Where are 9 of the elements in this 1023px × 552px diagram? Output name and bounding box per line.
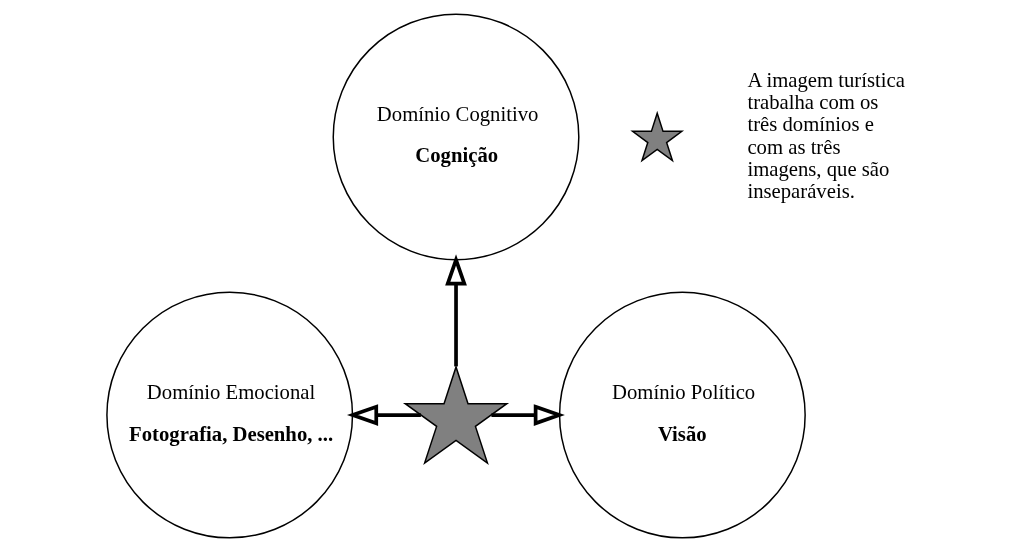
node-label: A imagem turística trabalha com os três domínios e com as três imagens, que são inseparáveis. — [747, 68, 905, 202]
arrow — [347, 404, 421, 426]
arrow — [491, 404, 565, 426]
node-circle: Domínio Político Visão — [558, 291, 806, 539]
node-circle: Domínio Cognitivo Cognição — [332, 13, 580, 261]
node-star — [630, 110, 685, 163]
node-circle: Domínio Emocional Fotografia, Desenho, ... — [106, 291, 354, 539]
node-star — [402, 364, 510, 466]
arrow — [445, 254, 467, 367]
